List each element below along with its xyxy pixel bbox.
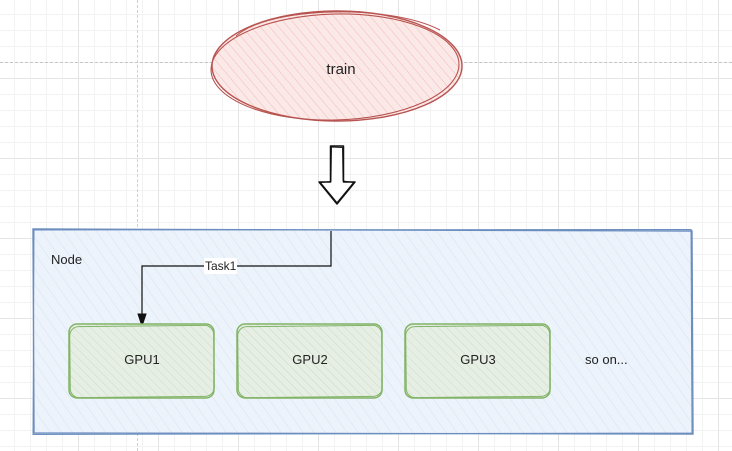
so-on-label: so on...: [585, 352, 628, 367]
train-label: train: [326, 61, 356, 78]
gpu3-box[interactable]: [404, 323, 551, 399]
down-arrow-icon: [318, 145, 356, 205]
gpu1-box[interactable]: [68, 323, 215, 399]
arrowhead-icon: [137, 313, 147, 328]
train-ellipse[interactable]: [210, 10, 463, 123]
gpu2-box[interactable]: [236, 323, 383, 399]
gpu3-label: GPU3: [460, 352, 496, 367]
gpu2-label: GPU2: [292, 352, 328, 367]
gpu1-label: GPU1: [124, 352, 160, 367]
task1-label: Task1: [204, 258, 238, 274]
node-label: Node: [51, 252, 83, 267]
